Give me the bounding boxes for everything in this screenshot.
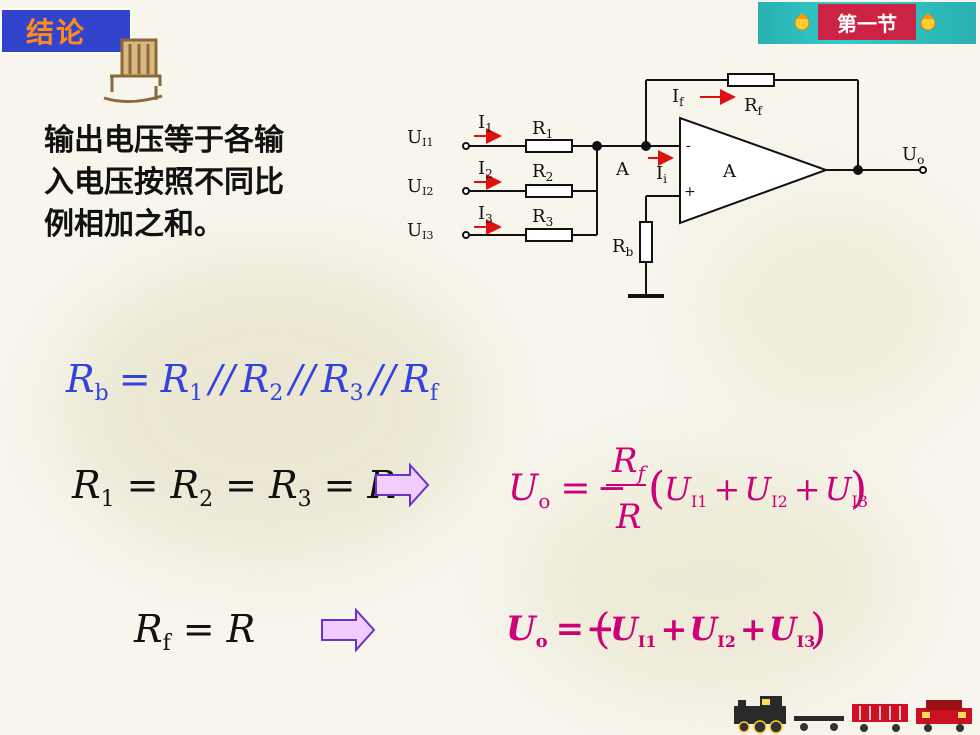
opamp-symbol [679,116,829,225]
input-current-label: Ii [656,163,667,186]
formula-uo-simple: Uo=− ( UI1+UI2+UI3 ) [506,604,826,653]
rocking-chair-icon [103,38,163,103]
bias-resistor-label: Rb [612,236,634,259]
svg-text:(: ( [594,604,610,653]
resistor-r2 [525,184,573,198]
conclusion-text: 输出电压等于各输 入电压按照不同比 例相加之和。 [44,120,364,246]
current-label-i2: I2 [478,158,493,181]
input-label-u2: UI2 [407,176,434,198]
input-terminal [462,231,470,239]
section-tag-label-box: 第一节 [818,4,916,40]
resistor-label-r2: R2 [532,161,553,184]
bullet-icon [794,13,810,31]
feedback-current-label: If [672,86,685,109]
svg-text:Rb=R1//R2//R3//Rf: Rb=R1//R2//R3//Rf [65,357,440,406]
conclusion-line: 例相加之和。 [44,207,224,242]
svg-text:): ) [810,604,826,653]
input-label-u3: UI3 [407,220,434,242]
implication-arrow [375,462,430,508]
circuit-diagram [462,73,927,298]
resistor-rf [727,73,775,87]
input-label-u1: UI1 [407,127,434,149]
page-title: 结论 [26,16,87,49]
resistor-r3 [525,228,573,242]
bullet-icon [920,13,936,31]
svg-text:R: R [615,497,642,537]
input-terminal [462,142,470,150]
section-tag[interactable]: 第一节 [758,2,976,44]
svg-text:Uo=−: Uo=− [508,468,627,513]
formula-rb: Rb=R1//R2//R3//Rf [65,357,440,406]
section-label: 第一节 [837,11,897,36]
svg-text:UI1+UI2+UI3: UI1+UI2+UI3 [664,470,868,511]
svg-text:R1=R2=R3=R: R1=R2=R3=R [71,463,396,512]
svg-text:(: ( [648,463,665,514]
svg-text:Rf=R: Rf=R [133,607,255,656]
svg-text:Uo=−: Uo=− [506,609,615,652]
svg-text:Rf: Rf [611,441,649,485]
conclusion-line: 入电压按照不同比 [44,165,284,200]
conclusion-line: 输出电压等于各输 [44,123,284,158]
svg-text:): ) [850,463,867,514]
formula-uo-general: Uo=− Rf R ( UI1+UI2+UI3 ) [508,441,868,537]
bg-texture [700,200,960,420]
current-arrows [474,89,736,235]
input-terminal [462,187,470,195]
resistor-label-r3: R3 [532,206,553,229]
bg-texture [520,460,900,700]
title-tag: 结论 [0,8,132,54]
svg-text:UI1+UI2+UI3: UI1+UI2+UI3 [610,610,815,651]
minus-sign: - [686,138,691,154]
output-terminal [919,166,927,174]
formula-rf-eq: Rf=R [133,607,255,656]
train-icon[interactable] [734,696,972,734]
current-label-i1: I1 [478,112,493,135]
implication-arrow [321,607,376,653]
current-label-i3: I3 [478,203,493,226]
opamp-label: A [722,161,737,182]
bg-texture [60,260,480,560]
node-a-label: A [615,159,630,180]
output-junction [853,165,863,175]
resistor-rb [639,221,653,263]
plus-sign: + [684,184,696,200]
output-label: Uo [902,144,924,167]
resistor-r1 [525,139,573,153]
feedback-resistor-label: Rf [744,95,764,118]
resistor-label-r1: R1 [532,118,553,141]
formula-equal-r: R1=R2=R3=R [71,463,396,512]
